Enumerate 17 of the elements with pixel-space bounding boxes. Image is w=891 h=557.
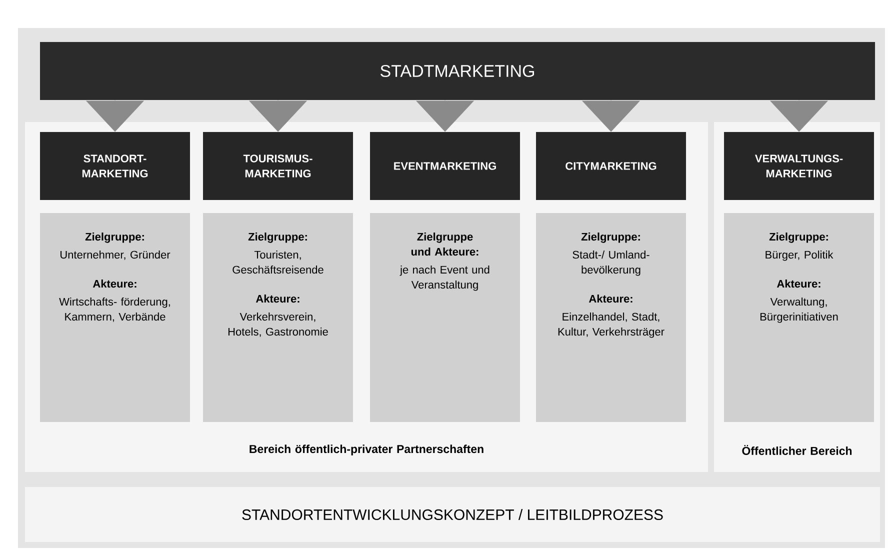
header-box: STANDORT- MARKETING: [40, 132, 190, 200]
info-card: Zielgruppe: Bürger, Politik Akteure: Verwaltung, Bürgerinitiativen: [724, 213, 874, 422]
base-bar: STANDORTENTWICKLUNGSKONZEPT / LEITBILDPROZESS: [25, 487, 880, 542]
header-box: VERWALTUNGS- MARKETING: [724, 132, 874, 200]
header-box: TOURISMUS- MARKETING: [203, 132, 353, 200]
chevron-arrow: [582, 100, 640, 132]
chevron-arrow: [249, 100, 307, 132]
title-bar: STADTMARKETING: [40, 42, 875, 100]
chevron-arrow: [416, 100, 474, 132]
info-card: Zielgruppe: Stadt-/ Umland- bevölkerung Akteure: Einzelhandel, Stadt, Kultur, Verkehrsträger: [536, 213, 686, 422]
header-box: CITYMARKETING: [536, 132, 686, 200]
info-card: Zielgruppe: Touristen, Geschäftsreisende Akteure: Verkehrsverein, Hotels, Gastronomie: [203, 213, 353, 422]
chevron-arrow: [86, 100, 144, 132]
chevron-arrow: [770, 100, 828, 132]
info-card: Zielgruppe und Akteure: je nach Event und Veranstaltung: [370, 213, 520, 422]
info-card: Zielgruppe: Unternehmer, Gründer Akteure: Wirtschafts- förderung, Kammern, Verbände: [40, 213, 190, 422]
header-box: EVENTMARKETING: [370, 132, 520, 200]
